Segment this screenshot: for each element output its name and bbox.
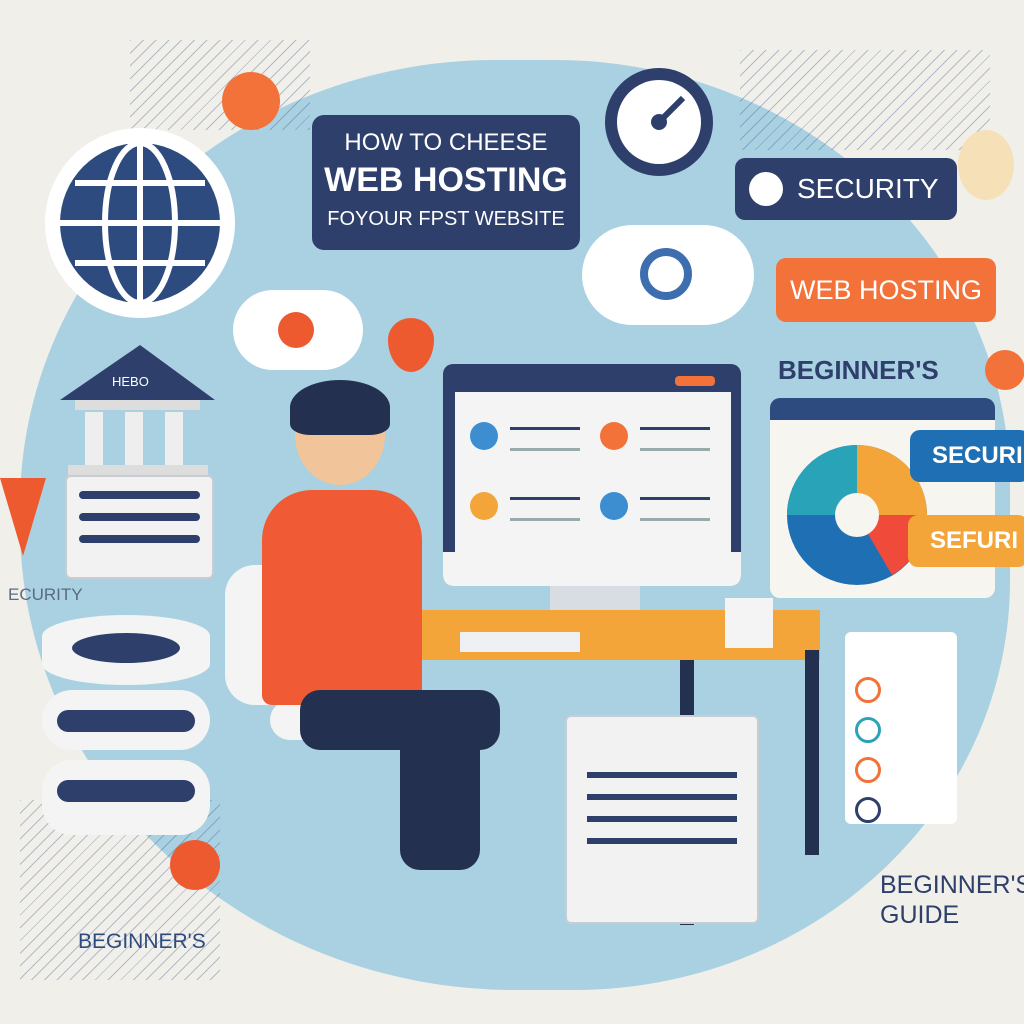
title-line-3: FOYOUR FPST WEBSITE [327, 208, 565, 230]
securi-text: SECURI [932, 442, 1023, 469]
security-badge-text: SECURITY [797, 173, 939, 204]
hatch-pattern [130, 40, 310, 130]
window-controls [675, 376, 715, 386]
title-line-1: HOW TO CHEESE [344, 129, 548, 156]
security-badge: SECURITY [735, 158, 957, 220]
bank-sign: HEBO [112, 374, 149, 389]
title-banner: HOW TO CHEESE WEB HOSTING FOYOUR FPST WE… [312, 115, 580, 250]
securi-badge: SECURI [910, 430, 1024, 482]
beginners-guide-line-1: BEGINNER'S [880, 871, 1024, 899]
pie-chart-icon [787, 445, 927, 585]
beginners-label: BEGINNER'S [778, 355, 939, 385]
pc-tower [565, 715, 759, 924]
gear-icon [278, 312, 314, 348]
bank-icon: HEBO [60, 340, 220, 480]
keyboard [460, 632, 580, 652]
analytics-window [770, 398, 995, 598]
beginners-guide-line-2: GUIDE [880, 901, 960, 929]
gear-icon [640, 248, 692, 300]
beginners-guide-label: BEGINNER'S GUIDE [880, 870, 1024, 930]
globe-icon [45, 128, 235, 318]
web-hosting-badge: WEB HOSTING [776, 258, 996, 322]
gear-icon [170, 840, 220, 890]
hatch-pattern [740, 50, 990, 150]
monitor-chin [443, 552, 741, 586]
person-torso [262, 490, 422, 705]
gear-icon [222, 72, 280, 130]
database-icon [42, 615, 210, 840]
sefuri-text: SEFURI [930, 527, 1019, 554]
shield-icon [388, 318, 434, 372]
desk-leg [805, 650, 819, 855]
person-hair [290, 380, 390, 435]
checklist-clipboard [845, 632, 957, 824]
server-stack-icon [65, 475, 214, 579]
shield-icon [985, 350, 1024, 390]
plant-pot [725, 598, 773, 648]
title-line-2: WEB HOSTING [324, 161, 568, 199]
website-screen [455, 392, 731, 552]
lightbulb-icon [958, 130, 1014, 200]
beginners-bottom-label: BEGINNER'S [78, 930, 206, 953]
lock-icon [749, 172, 783, 206]
person-lower-legs [400, 720, 480, 870]
sefuri-badge: SEFURI [908, 515, 1024, 567]
security-label: ECURITY [8, 585, 83, 604]
speed-gauge-icon [605, 68, 713, 176]
